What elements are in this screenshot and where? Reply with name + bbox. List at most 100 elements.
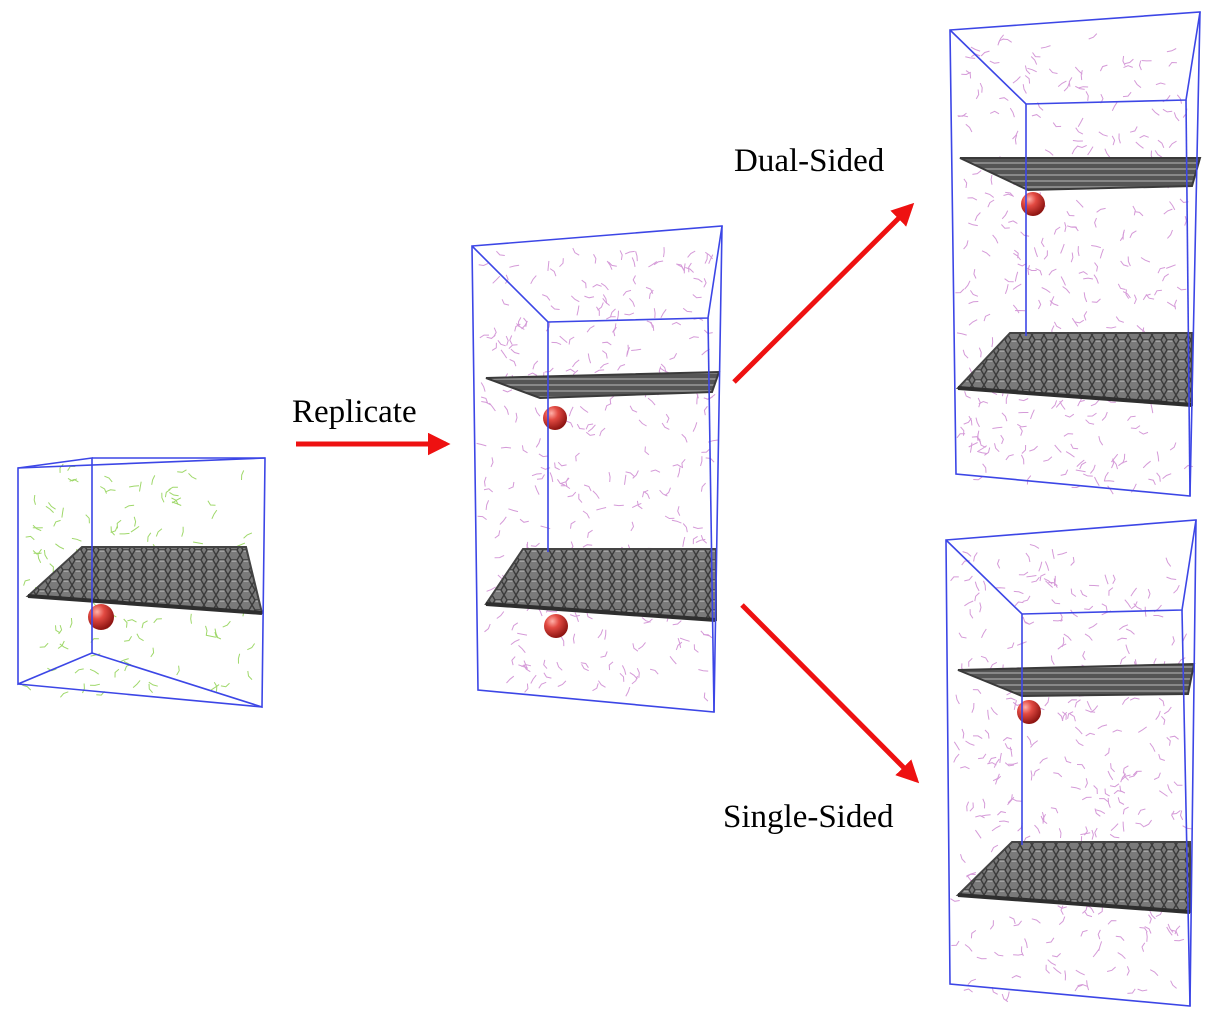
water-molecule [1014, 134, 1018, 145]
water-molecule [1154, 289, 1162, 296]
water-molecule [114, 668, 120, 678]
water-molecule [1104, 148, 1111, 158]
water-molecule [624, 474, 627, 485]
water-molecule [1069, 713, 1076, 722]
water-molecule [968, 657, 973, 667]
water-molecule [638, 642, 646, 650]
water-molecule [1117, 797, 1125, 805]
dual-sided-box-sphere [1021, 192, 1045, 216]
water-molecule [1074, 699, 1081, 708]
water-molecule [599, 362, 609, 369]
water-molecule [1097, 724, 1108, 730]
water-molecule [1007, 642, 1015, 649]
water-molecule [649, 668, 659, 675]
water-molecule [1008, 220, 1018, 224]
water-molecule [1086, 980, 1090, 991]
water-molecule [1000, 434, 1004, 445]
water-molecule [1076, 764, 1086, 770]
water-molecule [505, 335, 509, 346]
water-molecule [1121, 774, 1131, 781]
water-molecule [966, 872, 977, 877]
water-molecule [661, 422, 670, 430]
water-molecule [1117, 952, 1126, 960]
water-molecule [532, 360, 539, 370]
water-molecule [1104, 480, 1115, 482]
single-sided-box-top-sheet [957, 662, 1196, 698]
water-molecule [671, 519, 682, 524]
water-molecule [677, 467, 681, 478]
water-molecule [1070, 443, 1079, 450]
water-molecule [672, 464, 683, 468]
water-molecule [682, 536, 686, 547]
water-molecule [1002, 737, 1013, 742]
water-molecule [1151, 108, 1160, 116]
water-molecule [586, 611, 593, 620]
water-molecule [486, 586, 496, 592]
water-molecule [511, 622, 519, 631]
water-molecule [1137, 808, 1146, 815]
water-molecule [1125, 628, 1135, 635]
water-molecule [962, 551, 972, 557]
water-molecule [1027, 67, 1037, 73]
water-molecule [565, 420, 574, 428]
water-molecule [530, 674, 537, 684]
water-molecule [1122, 55, 1126, 66]
water-molecule [576, 423, 585, 430]
water-molecule [950, 576, 959, 582]
water-molecule [1030, 409, 1035, 420]
water-molecule [1169, 735, 1179, 740]
water-molecule [587, 424, 596, 432]
water-molecule [958, 115, 969, 118]
water-molecule [1074, 984, 1083, 992]
water-molecule [207, 500, 216, 506]
water-molecule [43, 549, 48, 560]
water-molecule [1110, 823, 1119, 831]
water-molecule [990, 174, 993, 185]
water-molecule [1006, 697, 1016, 701]
water-molecule [596, 507, 607, 511]
water-molecule [1147, 588, 1151, 599]
water-molecule [1107, 770, 1114, 781]
water-molecule [1051, 400, 1058, 410]
water-molecule [1013, 252, 1021, 261]
water-molecule [664, 487, 671, 496]
water-molecule [646, 320, 653, 328]
water-molecule [1014, 271, 1019, 282]
water-molecule [1005, 191, 1014, 198]
water-molecule [961, 728, 965, 739]
water-molecule [975, 89, 980, 100]
water-molecule [671, 321, 682, 326]
water-molecule [688, 262, 692, 273]
water-molecule [1032, 52, 1041, 58]
water-molecule [988, 756, 997, 764]
water-molecule [1004, 278, 1014, 283]
water-molecule [1005, 394, 1009, 404]
water-molecule [632, 470, 639, 479]
water-molecule [1133, 294, 1137, 305]
water-molecule [608, 261, 617, 267]
water-molecule [1111, 135, 1116, 146]
water-molecule [1022, 595, 1031, 602]
water-molecule [1043, 250, 1048, 260]
water-molecule [989, 920, 994, 930]
water-molecule [168, 486, 178, 491]
water-molecule [1085, 732, 1095, 737]
water-molecule [71, 537, 82, 542]
water-molecule [517, 317, 522, 327]
water-molecule [568, 406, 574, 417]
water-molecule [1039, 757, 1048, 764]
water-molecule [210, 684, 220, 691]
water-molecule [1179, 810, 1184, 821]
water-molecule [1169, 442, 1177, 451]
water-molecule [1107, 485, 1114, 495]
water-molecule [692, 535, 698, 545]
water-molecule [641, 617, 651, 623]
water-molecule [1085, 91, 1089, 101]
water-molecule [1071, 145, 1079, 155]
water-molecule [1045, 580, 1054, 588]
water-molecule [1111, 453, 1119, 463]
water-molecule [676, 263, 684, 270]
water-molecule [976, 956, 987, 960]
water-molecule [496, 250, 505, 256]
water-molecule [679, 637, 690, 642]
